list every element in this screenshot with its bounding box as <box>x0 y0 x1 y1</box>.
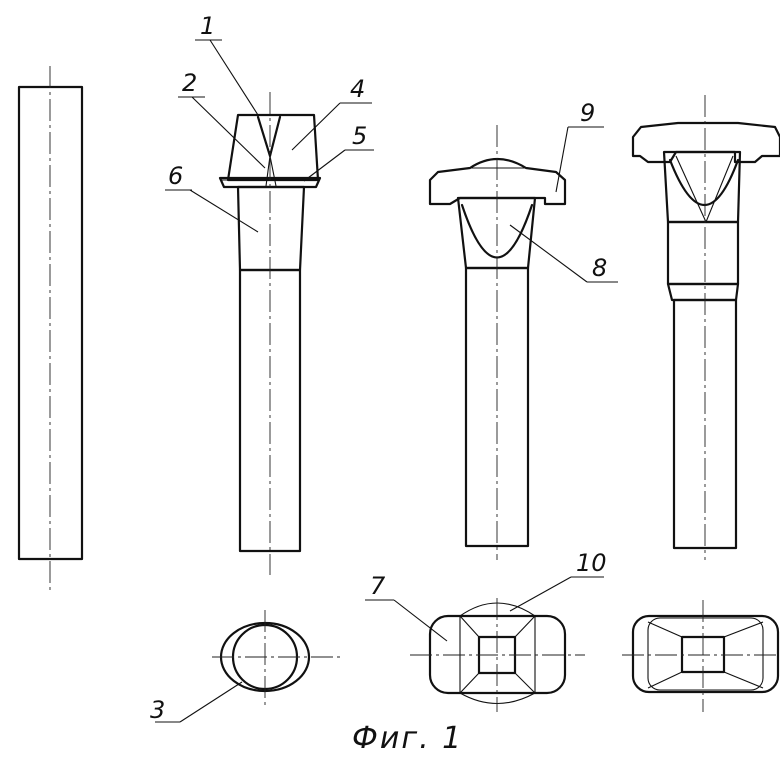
section-view-3 <box>212 610 340 705</box>
split-head-rod <box>218 92 322 575</box>
callout-6: 6 <box>168 162 183 190</box>
callout-8: 8 <box>592 254 607 282</box>
blank-rod <box>17 66 84 590</box>
callout-4: 4 <box>350 75 365 103</box>
top-view-7-10 <box>410 598 585 712</box>
leader-lines <box>155 39 618 723</box>
flanged-head-rod <box>428 125 567 560</box>
callout-9: 9 <box>580 99 595 127</box>
callout-3: 3 <box>150 696 165 724</box>
callout-1: 1 <box>200 12 215 40</box>
callout-2: 2 <box>182 69 197 97</box>
top-view-right <box>622 600 780 712</box>
callout-numbers: 1 2 3 4 5 6 7 8 9 10 <box>150 12 607 724</box>
wide-flanged-rod <box>631 95 780 560</box>
callout-7: 7 <box>370 572 386 600</box>
callout-10: 10 <box>576 549 607 577</box>
figure-caption: Фиг. 1 <box>352 721 463 756</box>
callout-5: 5 <box>352 122 367 150</box>
